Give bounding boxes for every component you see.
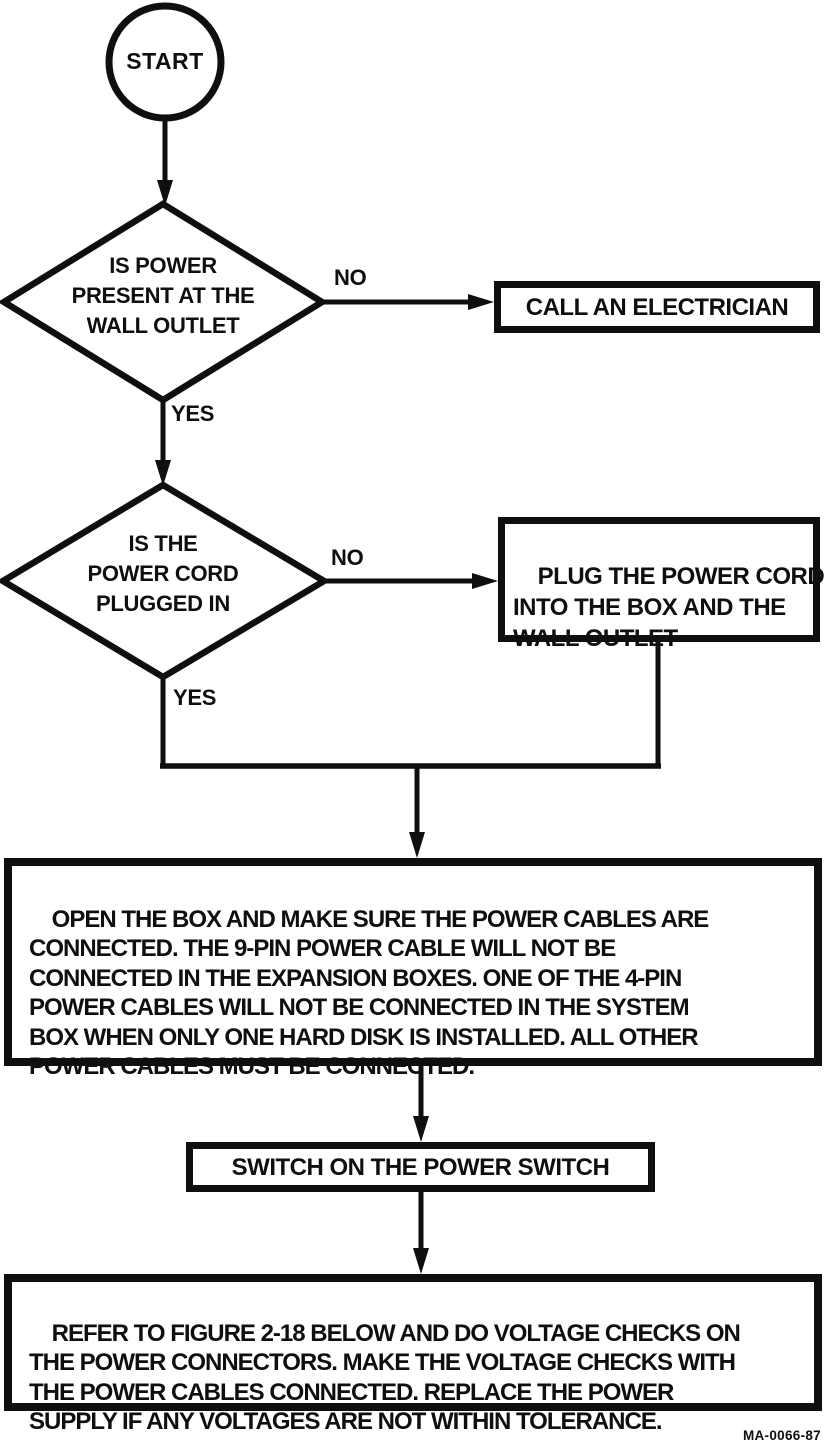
action-voltage-checks-label: REFER TO FIGURE 2-18 BELOW AND DO VOLTAG…	[29, 1319, 741, 1436]
arrowhead-decision1-no	[468, 294, 494, 310]
action-plug-cord-label: PLUG THE POWER CORD INTO THE BOX AND THE…	[513, 563, 825, 652]
arrowhead-openbox-to-switch	[413, 1116, 429, 1142]
start-terminal-label: START	[126, 48, 204, 74]
decision1-no-label: NO	[334, 265, 367, 290]
action-call-electrician-box: CALL AN ELECTRICIAN	[494, 281, 820, 333]
decision2-label: IS THE POWER CORD PLUGGED IN	[87, 531, 239, 616]
action-switch-on-label: SWITCH ON THE POWER SWITCH	[231, 1153, 610, 1181]
decision2-yes-label: YES	[173, 685, 217, 710]
decision1-label: IS POWER PRESENT AT THE WALL OUTLET	[71, 253, 255, 338]
arrowhead-decision1-yes	[155, 460, 171, 486]
action-plug-cord-box: PLUG THE POWER CORD INTO THE BOX AND THE…	[498, 517, 825, 652]
decision1-yes-label: YES	[171, 401, 215, 426]
action-switch-on-box: SWITCH ON THE POWER SWITCH	[186, 1142, 655, 1192]
decision2-no-label: NO	[331, 545, 364, 570]
action-open-box-label: OPEN THE BOX AND MAKE SURE THE POWER CAB…	[29, 905, 709, 1081]
action-open-box-box: OPEN THE BOX AND MAKE SURE THE POWER CAB…	[4, 858, 822, 1080]
action-voltage-checks-box: REFER TO FIGURE 2-18 BELOW AND DO VOLTAG…	[4, 1274, 822, 1435]
figure-number-label: MA-0066-87	[742, 1428, 821, 1443]
action-call-electrician-label: CALL AN ELECTRICIAN	[525, 293, 789, 321]
arrowhead-switch-to-voltage	[413, 1248, 429, 1274]
arrowhead-start-to-decision1	[157, 180, 173, 206]
arrowhead-merge-to-openbox	[409, 832, 425, 858]
arrowhead-decision2-no	[472, 573, 498, 589]
